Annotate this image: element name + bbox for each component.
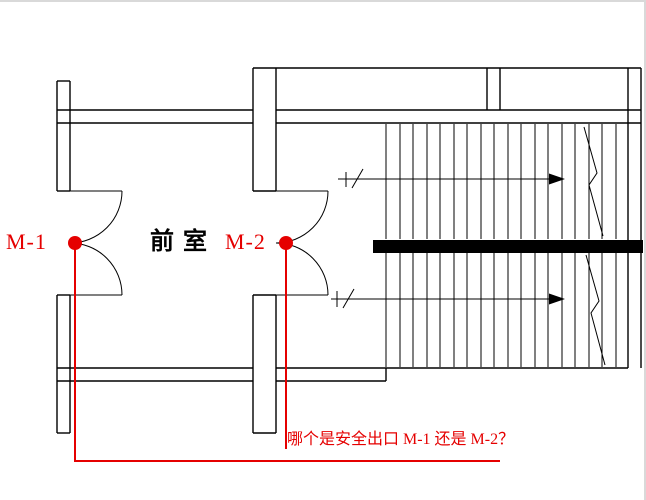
stair-treads-lower-flight: [385, 253, 617, 367]
door-label-m2: M-2: [225, 229, 266, 254]
annotation-leader-lines: [74, 243, 500, 462]
door-label-m1: M-1: [6, 229, 47, 254]
room-label: 前室: [150, 229, 216, 255]
direction-arrow-upper: [338, 168, 565, 189]
stair-break-lines: [583, 126, 606, 366]
direction-arrow-lower: [331, 288, 565, 309]
door-marker-m1: [68, 236, 82, 250]
stair-treads-upper-flight: [385, 124, 617, 239]
door-marker-m2: [279, 236, 293, 250]
stair-middle-divider: [373, 240, 643, 253]
question-text: 哪个是安全出口 M-1 还是 M-2？: [287, 431, 515, 448]
walls: [56, 67, 642, 434]
